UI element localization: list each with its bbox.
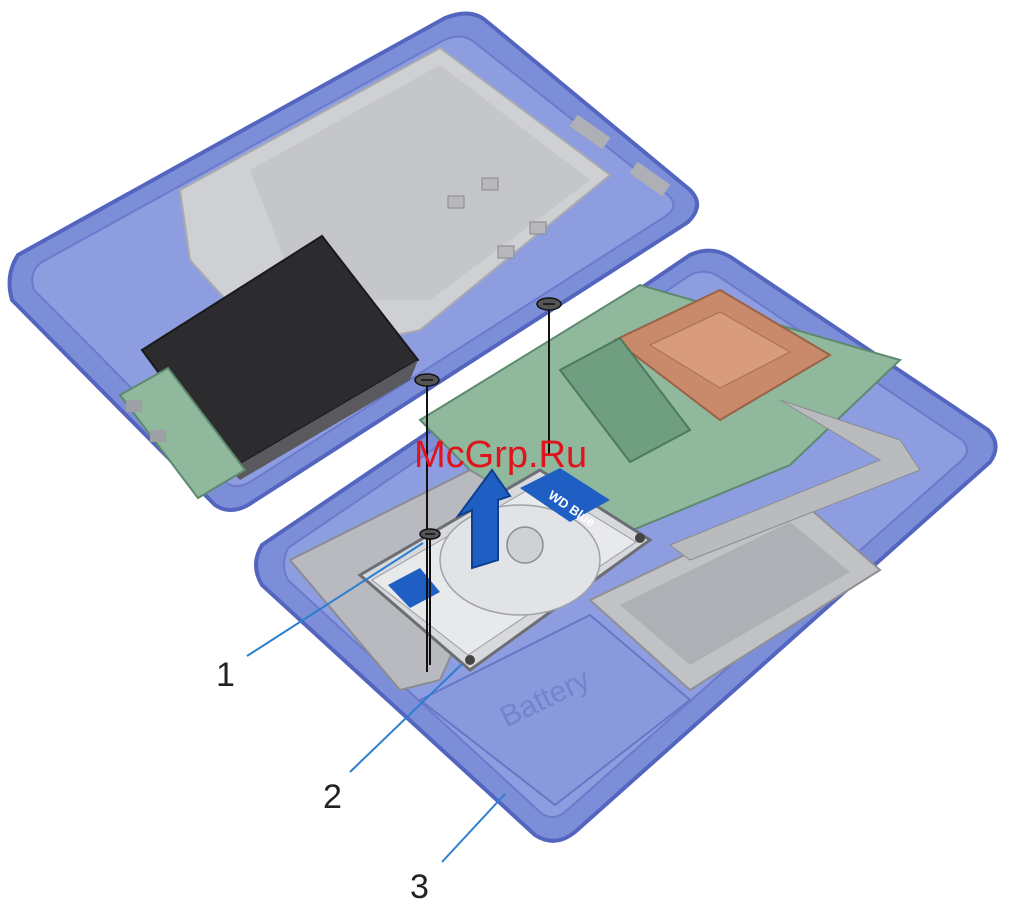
callout-2-number: 2: [323, 778, 342, 816]
callout-3-leader: [442, 794, 505, 862]
callout-3-number: 3: [410, 868, 429, 906]
watermark-text: McGrp.Ru: [414, 434, 587, 476]
callout-1-number: 1: [216, 656, 235, 694]
